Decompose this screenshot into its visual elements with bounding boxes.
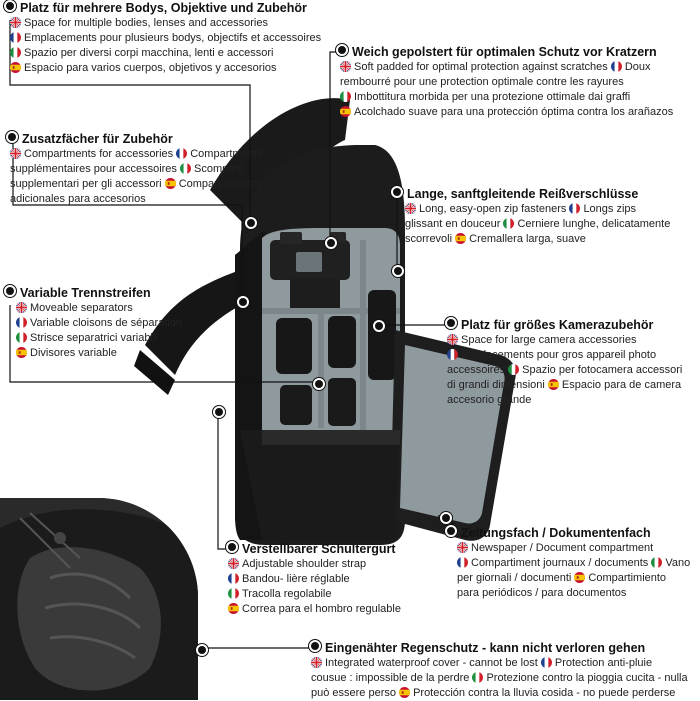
callout-title: Platz für mehrere Bodys, Objektive und Z… xyxy=(4,0,321,16)
bullet-icon xyxy=(336,44,348,56)
it-flag-icon xyxy=(508,364,519,375)
it-flag-icon xyxy=(16,332,27,343)
fr-flag-icon xyxy=(10,32,21,43)
es-flag-icon xyxy=(574,572,585,583)
callout-rain: Eingenähter Regenschutz - kann nicht ver… xyxy=(309,640,688,699)
fr-flag-icon xyxy=(447,349,458,360)
uk-flag-icon xyxy=(457,542,468,553)
callout-title: Zeitungsfach / Dokumentenfach xyxy=(445,525,690,541)
callout-title: Eingenähter Regenschutz - kann nicht ver… xyxy=(309,640,688,656)
fr-flag-icon xyxy=(457,557,468,568)
pin-newspaper xyxy=(440,512,452,524)
uk-flag-icon xyxy=(311,657,322,668)
callout-padded: Weich gepolstert für optimalen Schutz vo… xyxy=(336,44,673,120)
fr-flag-icon xyxy=(541,657,552,668)
bullet-icon xyxy=(391,186,403,198)
callout-compartments: Zusatzfächer für Zubehör Compartments fo… xyxy=(6,131,262,207)
bullet-icon xyxy=(4,285,16,297)
pin-separators xyxy=(313,378,325,390)
bullet-icon xyxy=(445,525,457,537)
callout-strap: Verstellbarer Schultergurt Adjustable sh… xyxy=(226,541,401,617)
es-flag-icon xyxy=(399,687,410,698)
bullet-icon xyxy=(445,317,457,329)
callout-zips: Lange, sanftgleitende Reißverschlüsse Lo… xyxy=(391,186,670,247)
es-flag-icon xyxy=(455,233,466,244)
uk-flag-icon xyxy=(447,334,458,345)
es-flag-icon xyxy=(228,603,239,614)
it-flag-icon xyxy=(651,557,662,568)
bullet-icon xyxy=(226,541,238,553)
es-flag-icon xyxy=(16,347,27,358)
rain-cover-photo xyxy=(0,498,198,700)
uk-flag-icon xyxy=(405,203,416,214)
bullet-icon xyxy=(309,640,321,652)
it-flag-icon xyxy=(340,91,351,102)
callout-title: Lange, sanftgleitende Reißverschlüsse xyxy=(391,186,670,202)
callout-newspaper: Zeitungsfach / Dokumentenfach Newspaper … xyxy=(445,525,690,601)
pin-strap xyxy=(213,406,225,418)
pin-bodies xyxy=(245,217,257,229)
pin-padded xyxy=(325,237,337,249)
pin-large xyxy=(373,320,385,332)
bullet-icon xyxy=(4,0,16,12)
callout-large: Platz für größes Kamerazubehör Space for… xyxy=(445,317,683,406)
it-flag-icon xyxy=(228,588,239,599)
fr-flag-icon xyxy=(176,148,187,159)
uk-flag-icon xyxy=(340,61,351,72)
callout-title: Verstellbarer Schultergurt xyxy=(226,541,401,557)
it-flag-icon xyxy=(503,218,514,229)
pin-rain xyxy=(196,644,208,656)
fr-flag-icon xyxy=(16,317,27,328)
es-flag-icon xyxy=(165,178,176,189)
callout-title: Zusatzfächer für Zubehör xyxy=(6,131,262,147)
es-flag-icon xyxy=(340,106,351,117)
uk-flag-icon xyxy=(228,558,239,569)
uk-flag-icon xyxy=(16,302,27,313)
es-flag-icon xyxy=(548,379,559,390)
it-flag-icon xyxy=(10,47,21,58)
fr-flag-icon xyxy=(228,573,239,584)
fr-flag-icon xyxy=(569,203,580,214)
rain-cover-inset xyxy=(0,498,198,700)
callout-title: Platz für größes Kamerazubehör xyxy=(445,317,682,333)
bullet-icon xyxy=(6,131,18,143)
uk-flag-icon xyxy=(10,17,21,28)
callout-title: Weich gepolstert für optimalen Schutz vo… xyxy=(336,44,673,60)
pin-compartments xyxy=(237,296,249,308)
it-flag-icon xyxy=(180,163,191,174)
callout-title: Variable Trennstreifen xyxy=(4,285,182,301)
uk-flag-icon xyxy=(10,148,21,159)
callout-separators: Variable Trennstreifen Moveable separato… xyxy=(4,285,182,361)
callout-bodies: Platz für mehrere Bodys, Objektive und Z… xyxy=(4,0,321,76)
pin-zips xyxy=(392,265,404,277)
it-flag-icon xyxy=(472,672,483,683)
es-flag-icon xyxy=(10,62,21,73)
fr-flag-icon xyxy=(611,61,622,72)
